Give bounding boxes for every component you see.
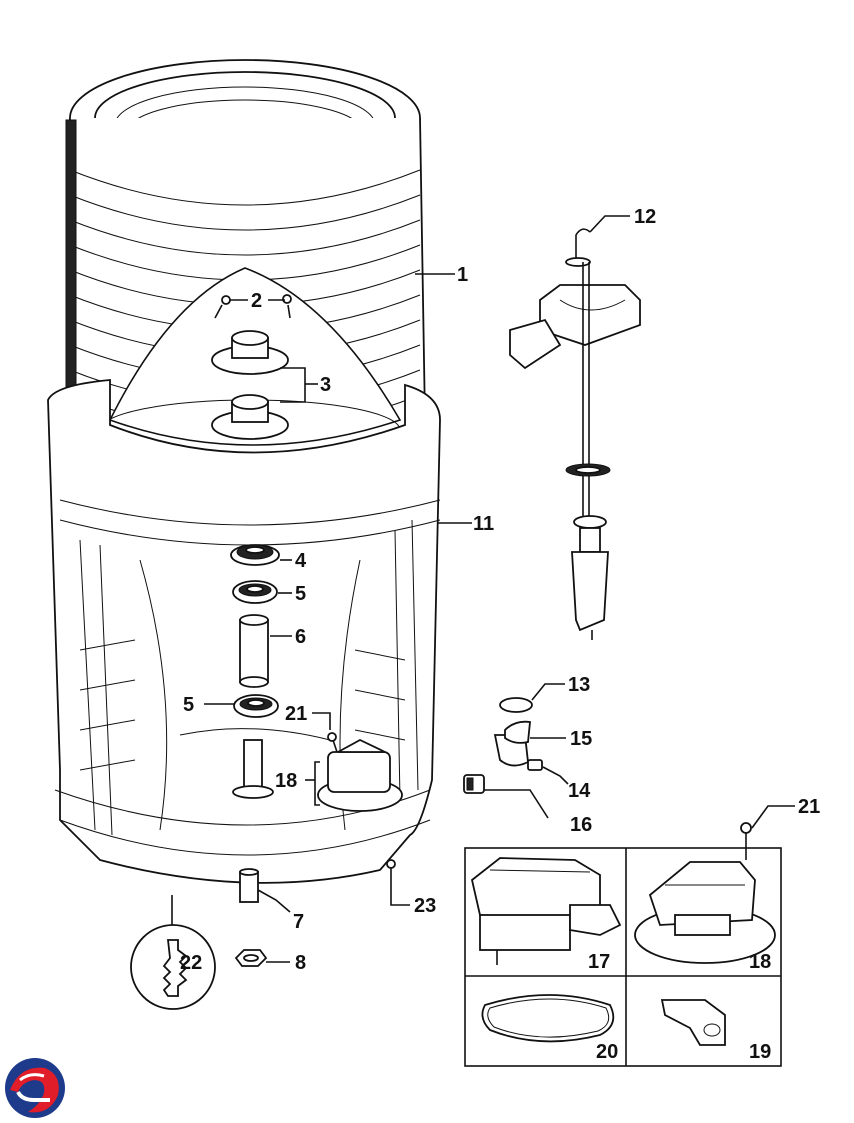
label-part-21-right: 21 (798, 796, 820, 818)
cap-part-16 (463, 774, 485, 794)
fitting-part-15 (493, 720, 531, 767)
leader-lines (171, 215, 795, 963)
label-part-5-lower: 5 (183, 694, 194, 716)
brand-swirl-logo-icon (5, 1058, 65, 1118)
belt-part-20 (481, 994, 615, 1043)
part-labels: 1 2 3 11 4 5 6 5 21 18 7 8 22 23 12 13 1… (180, 206, 820, 1063)
label-part-22: 22 (180, 952, 202, 974)
label-part-14: 14 (568, 780, 591, 802)
screw-part-21-right (740, 822, 752, 860)
label-part-12: 12 (634, 206, 656, 228)
label-part-16: 16 (570, 814, 592, 836)
clip-part-14 (527, 759, 543, 771)
drive-shaft (232, 739, 274, 799)
pump-part-17 (470, 857, 622, 965)
label-part-4: 4 (295, 550, 307, 572)
bearing-part-5-upper (232, 580, 278, 604)
label-part-6: 6 (295, 626, 306, 648)
bracket-part-19 (660, 999, 726, 1046)
tube-part-6 (239, 614, 269, 688)
label-part-21-left: 21 (285, 703, 307, 725)
label-part-15: 15 (570, 728, 592, 750)
label-part-23: 23 (414, 895, 436, 917)
label-part-11: 11 (473, 513, 494, 535)
bearing-part-5-lower (233, 694, 279, 718)
spline-part-7 (239, 868, 259, 903)
label-part-5-upper: 5 (295, 583, 306, 605)
parts-box (464, 847, 782, 1067)
label-part-20: 20 (596, 1041, 618, 1063)
label-part-19: 19 (749, 1041, 771, 1063)
label-part-18-inline: 18 (275, 770, 297, 792)
agitator-assembly-part-12 (509, 228, 641, 640)
hub-part-3 (211, 330, 289, 440)
label-part-13: 13 (568, 674, 590, 696)
label-part-18-boxed: 18 (749, 951, 771, 973)
pump-part-18-inline (317, 732, 403, 812)
label-part-7: 7 (293, 911, 304, 933)
label-part-8: 8 (295, 952, 306, 974)
oring-part-13 (499, 697, 533, 713)
label-part-3: 3 (320, 374, 331, 396)
label-part-17: 17 (588, 951, 610, 973)
label-part-2: 2 (251, 290, 262, 312)
screw-part-23 (386, 859, 396, 884)
label-part-1: 1 (457, 264, 468, 286)
pump-part-18-boxed (634, 861, 776, 964)
nut-part-8 (234, 949, 268, 967)
clip-part-22 (130, 924, 216, 1010)
seal-part-4 (230, 544, 280, 566)
